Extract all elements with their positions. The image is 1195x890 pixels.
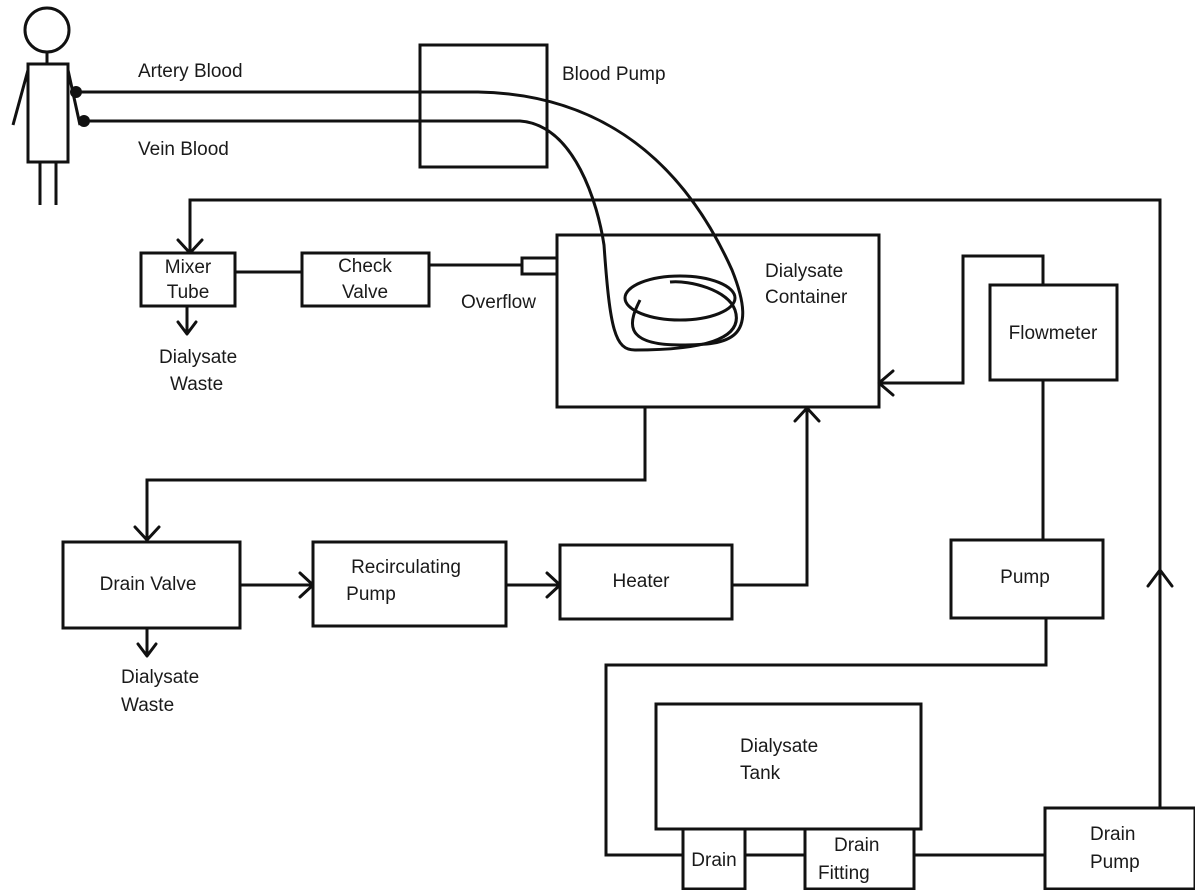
mixer-tube-box	[139, 251, 237, 308]
mixer-tube-label-line2: Tube	[167, 282, 210, 303]
overflow-port	[520, 256, 559, 276]
flowmeter-to-container-line	[879, 254, 1045, 385]
return-line-arrowhead	[1146, 568, 1174, 588]
dialysate-container-label-line1: Dialysate	[765, 261, 843, 282]
dialysate-container-box	[555, 233, 881, 409]
artery-blood-line	[76, 90, 745, 347]
flowmeter-label: Flowmeter	[1009, 323, 1098, 344]
mixer-tube-label-line1: Mixer	[165, 257, 212, 278]
dialysate-tank-box	[654, 702, 923, 831]
recirculating-pump-label-line1: Recirculating	[351, 557, 461, 578]
drain-fitting-box	[803, 827, 916, 890]
pump-to-drain-line	[604, 618, 1048, 857]
heater-label: Heater	[612, 571, 670, 592]
drain-waste-label-line1: Dialysate	[121, 667, 199, 688]
return-line-top	[188, 198, 1162, 808]
mixer-waste-label-line2: Waste	[170, 374, 223, 395]
recirculating-pump-box	[311, 540, 508, 628]
pump-label: Pump	[1000, 567, 1050, 588]
heater-box	[558, 543, 734, 621]
drain-valve-label: Drain Valve	[100, 574, 197, 595]
drain-label: Drain	[691, 850, 736, 871]
container-inlet-arrowhead	[877, 369, 895, 397]
drain-pump-label-line2: Pump	[1090, 852, 1140, 873]
vein-blood-label: Vein Blood	[138, 139, 229, 160]
overflow-label: Overflow	[461, 292, 536, 313]
artery-blood-label: Artery Blood	[138, 61, 243, 82]
drain-pump-box	[1043, 806, 1195, 890]
dialyzer-coil	[623, 274, 737, 322]
drain-valve-inlet-arrowhead	[133, 525, 161, 542]
recirculating-pump-label-line2: Pump	[346, 584, 396, 605]
drain-waste-label-line2: Waste	[121, 695, 174, 716]
drain-waste-arrowhead	[136, 642, 158, 658]
blood-pump-label: Blood Pump	[562, 64, 666, 85]
patient-figure	[11, 6, 90, 205]
check-valve-label-line2: Valve	[342, 282, 388, 303]
drain-pump-label-line1: Drain	[1090, 824, 1135, 845]
drain-box	[681, 827, 747, 890]
drain-fitting-label-line2: Fitting	[818, 863, 870, 884]
container-to-drain-valve-line	[145, 407, 647, 540]
dialysate-container-label-line2: Container	[765, 287, 848, 308]
dialysate-tank-label-line2: Tank	[740, 763, 781, 784]
container-bottom-arrowhead	[793, 406, 821, 423]
heater-to-container-line	[732, 408, 809, 587]
check-valve-label-line1: Check	[338, 256, 392, 277]
dialysate-tank-label-line1: Dialysate	[740, 736, 818, 757]
flowmeter-box	[988, 283, 1119, 382]
pump-box	[949, 538, 1105, 620]
drain-fitting-label-line1: Drain	[834, 835, 879, 856]
mixer-waste-label-line1: Dialysate	[159, 347, 237, 368]
blood-pump-box	[418, 43, 549, 169]
check-valve-box	[300, 251, 431, 308]
mixer-waste-arrowhead	[176, 320, 198, 336]
